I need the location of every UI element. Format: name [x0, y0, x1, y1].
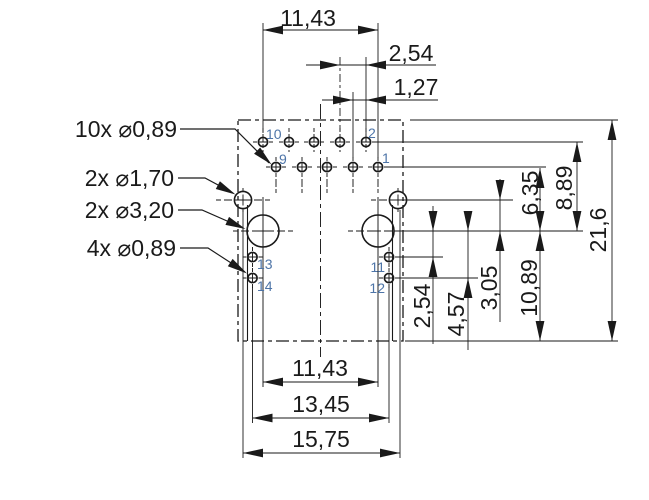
pin-row-top [253, 128, 376, 152]
pin-hole-4 [330, 128, 350, 152]
callout-pins-bottom: 4x ⌀0,89 [87, 235, 250, 278]
pin-hole-7 [292, 157, 312, 193]
dimension-right-8-89: 8,89 [551, 142, 582, 231]
pin-row-bottom [266, 157, 388, 193]
dimension-right-3-05: 3,05 [476, 179, 505, 322]
callout-pins-bottom-label: 4x ⌀0,89 [87, 235, 176, 261]
dim-bottom-15-75-value: 15,75 [292, 426, 350, 452]
dim-row-offset-value: 1,27 [394, 74, 439, 100]
dim-right-2-54-value: 2,54 [409, 283, 435, 328]
dim-bottom-13-45-value: 13,45 [292, 391, 350, 417]
pin-hole-9 [266, 157, 286, 193]
dim-top-width-value: 11,43 [280, 5, 336, 31]
dim-right-10-89-value: 10,89 [516, 259, 542, 317]
pin-hole-5 [317, 157, 337, 193]
dimension-right-2-54: 2,54 [409, 206, 438, 344]
dim-right-21-6-value: 21,6 [585, 208, 611, 253]
pin-hole-10 [253, 128, 273, 152]
fixing-hole-14 [242, 268, 263, 288]
dim-right-3-05-value: 3,05 [476, 266, 502, 311]
dimension-right-10-89: 10,89 [516, 231, 545, 341]
callout-holes-3-20-label: 2x ⌀3,20 [85, 197, 174, 223]
fixing-holes [242, 247, 399, 288]
dimension-bottom-11-43: 11,43 [263, 355, 378, 387]
leader-pins-top [180, 128, 270, 164]
callout-pins-top: 10x ⌀0,89 [75, 116, 275, 168]
pin-hole-8 [279, 128, 299, 152]
pin-hole-6 [304, 128, 324, 152]
callout-holes-1-70: 2x ⌀1,70 [85, 165, 238, 199]
dimension-bottom-13-45: 13,45 [252, 391, 389, 423]
dimension-right-4-57: 4,57 [443, 211, 473, 350]
mount-holes-3-20 [233, 197, 395, 387]
pin-number-12: 12 [369, 280, 385, 296]
dim-right-6-35-value: 6,35 [517, 171, 543, 216]
dimension-top-width: 11,43 [263, 5, 378, 35]
callout-pins-top-label: 10x ⌀0,89 [75, 116, 177, 142]
pin-number-2: 2 [368, 125, 376, 141]
pin-number-13: 13 [257, 256, 273, 272]
dimension-row-offset: 1,27 [322, 74, 439, 105]
extension-lines [242, 23, 618, 458]
pin-number-11: 11 [370, 259, 385, 275]
fixing-hole-13 [242, 247, 263, 267]
pin-number-10: 10 [266, 126, 282, 142]
callout-holes-3-20: 2x ⌀3,20 [85, 197, 248, 234]
dimension-right-21-6: 21,6 [585, 120, 617, 341]
dimension-bottom-15-75: 15,75 [243, 426, 400, 458]
pin-number-1: 1 [382, 150, 390, 166]
dimension-right-6-35: 6,35 [517, 168, 545, 231]
dimension-pitch: 2,54 [306, 40, 436, 70]
pin-hole-3 [343, 157, 363, 193]
pin-number-9: 9 [279, 151, 287, 167]
dim-right-8-89-value: 8,89 [551, 166, 577, 211]
mount-hole-1-70-left [216, 188, 270, 212]
dim-pitch-value: 2,54 [389, 40, 434, 66]
callout-holes-1-70-label: 2x ⌀1,70 [85, 165, 174, 191]
dim-bottom-11-43-value: 11,43 [292, 355, 348, 381]
dim-right-4-57-value: 4,57 [443, 292, 469, 337]
pin-number-14: 14 [257, 278, 273, 294]
pin-number-labels: 10 2 9 1 13 14 11 12 [257, 125, 390, 296]
